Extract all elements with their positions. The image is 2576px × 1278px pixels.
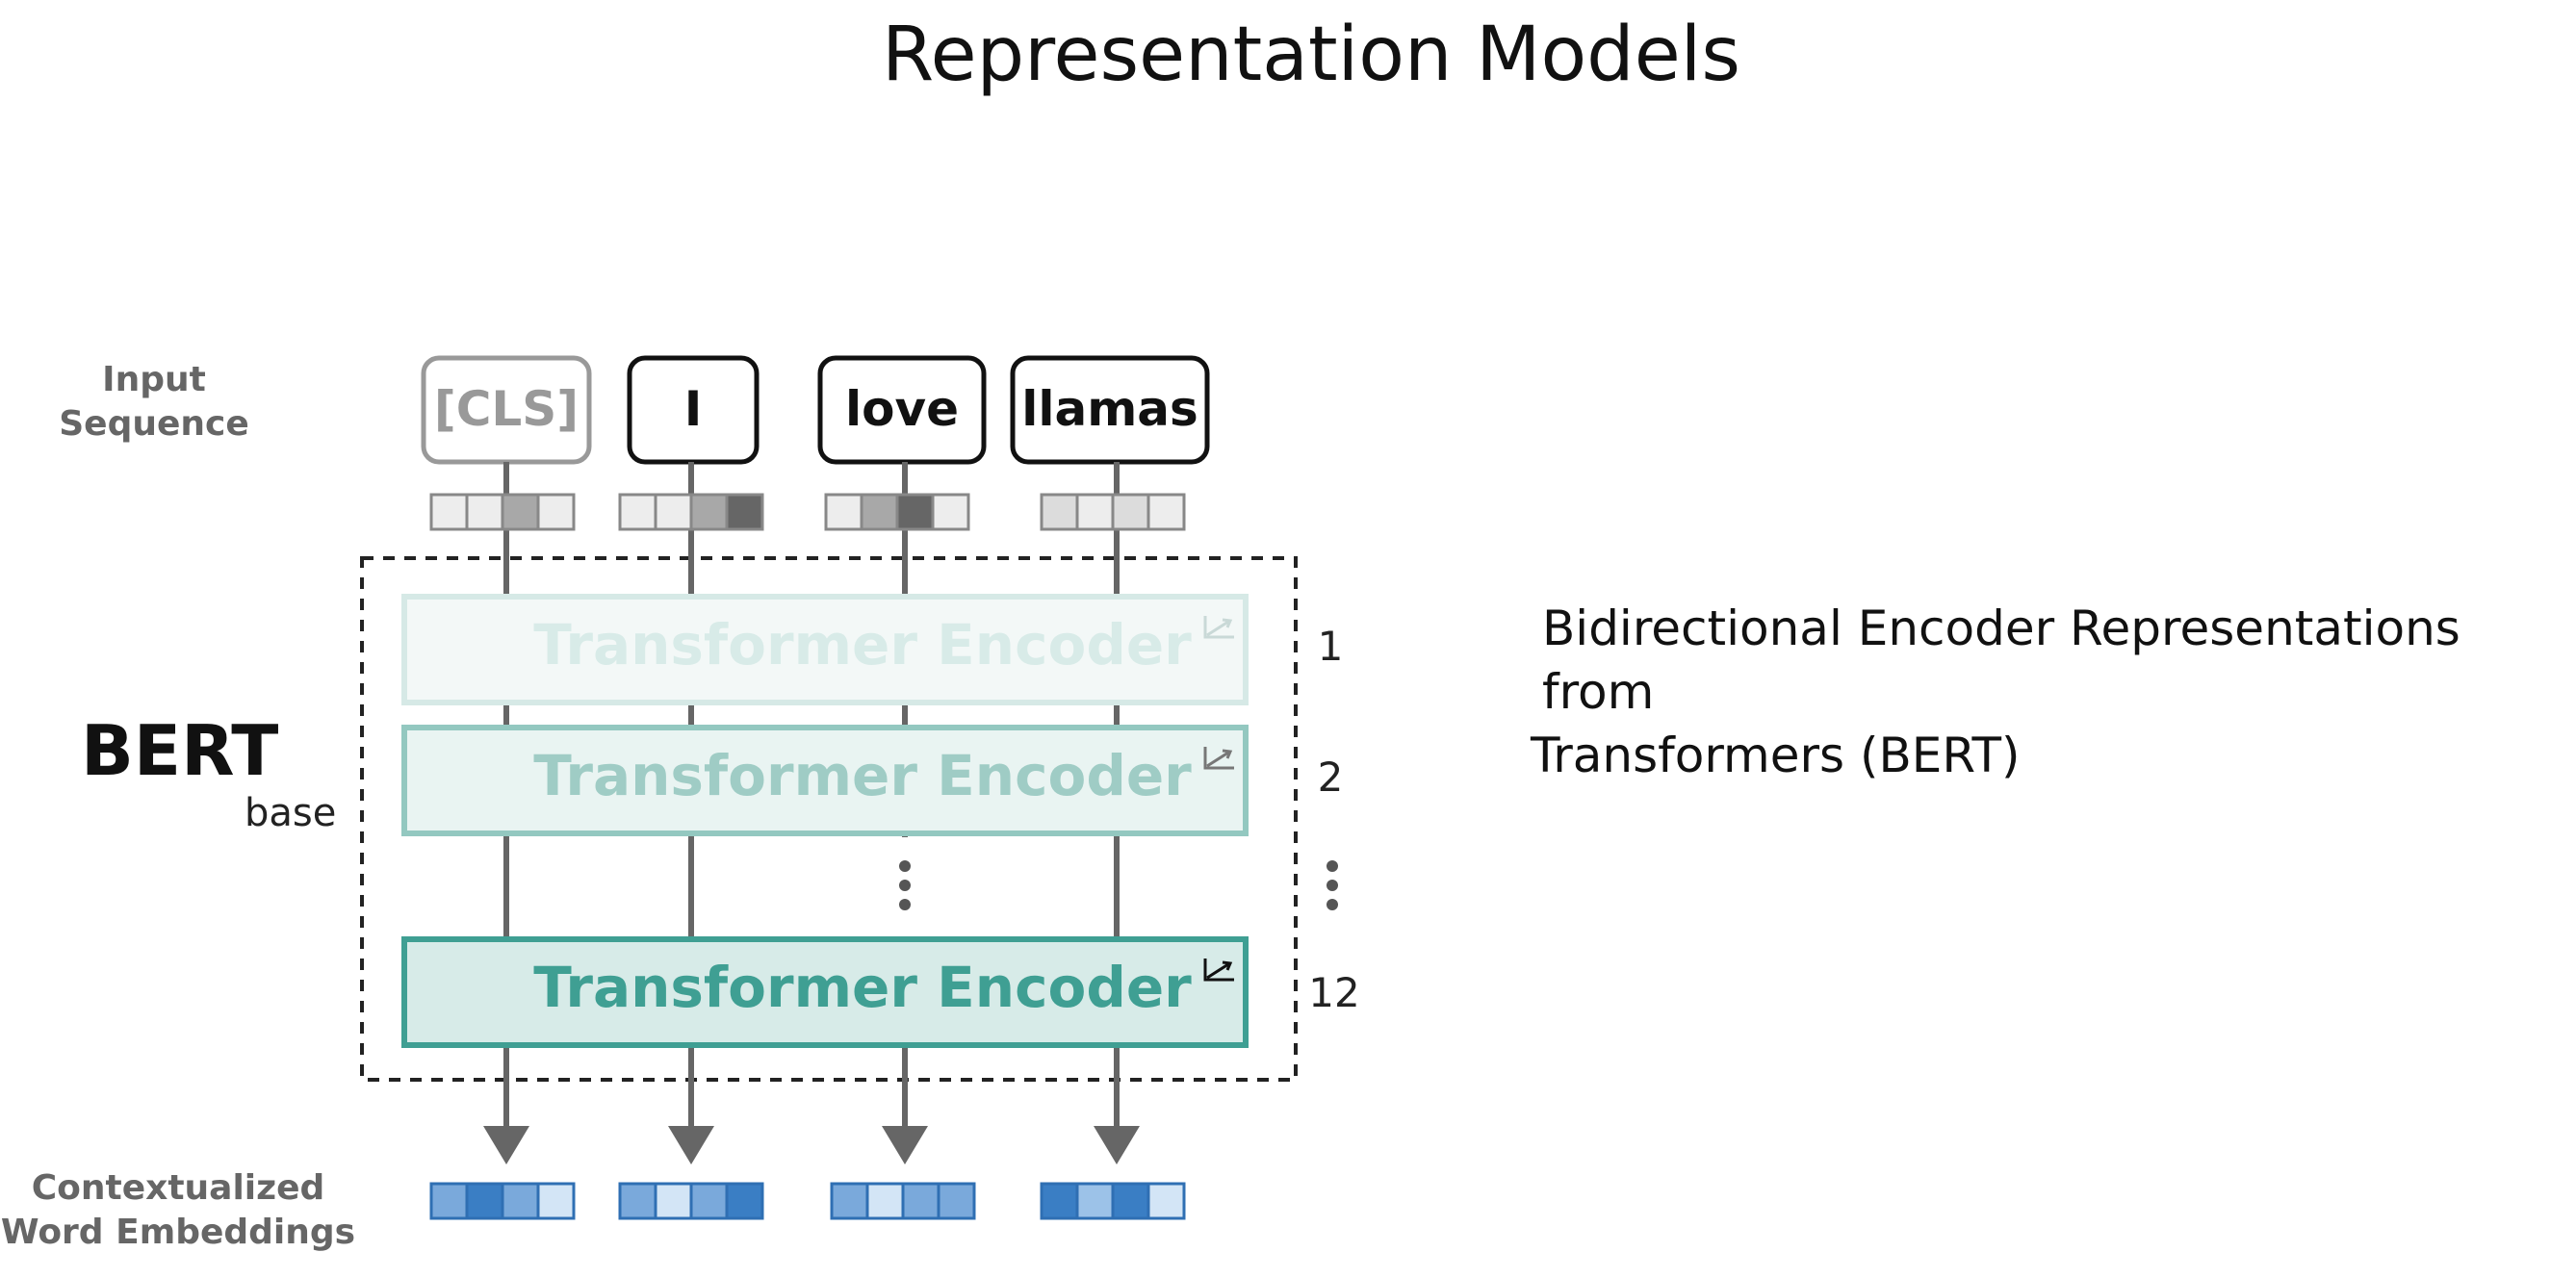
encoder-2-box — [401, 725, 1249, 836]
input-embedding-3-cell-0 — [1040, 493, 1079, 531]
layer-number-2: 2 — [1318, 754, 1344, 801]
input-embedding-1-cell-0 — [618, 493, 657, 531]
input-embedding-3-cell-1 — [1075, 493, 1115, 531]
input-embedding-3-cell-2 — [1111, 493, 1150, 531]
output-label-line-1: Contextualized — [31, 1168, 325, 1208]
token-llamas-box — [1010, 355, 1210, 465]
bert-model-boundary — [360, 556, 1298, 1082]
layer-number-1: 1 — [1318, 623, 1344, 670]
output-embedding-0-cell-0 — [429, 1182, 469, 1220]
layer-ellipsis-side — [1327, 860, 1338, 910]
arrowhead-cls — [483, 1126, 529, 1164]
output-embedding-1-cell-1 — [654, 1182, 693, 1220]
token-cls: [CLS] — [421, 355, 592, 465]
token-llamas: llamas — [1010, 355, 1210, 465]
encoder-1-label: Transformer Encoder — [533, 612, 1192, 677]
bert-model-name: BERT — [81, 710, 279, 791]
bert-description: Bidirectional Encoder Representations fr… — [1531, 597, 2576, 787]
token-love: love — [817, 355, 987, 465]
encoder-1-chart-icon — [1203, 616, 1234, 639]
output-embedding-3-cell-1 — [1075, 1182, 1115, 1220]
output-embedding-2-cell-2 — [901, 1182, 940, 1220]
token-i-text: I — [684, 381, 703, 437]
encoder-2-chart-icon — [1203, 747, 1234, 770]
output-embedding-1-cell-0 — [618, 1182, 657, 1220]
output-embedding-3-cell-2 — [1111, 1182, 1150, 1220]
input-embedding-3-cell-3 — [1146, 493, 1186, 531]
input-label-line-1: Input — [102, 360, 206, 399]
encoder-12-box — [401, 936, 1249, 1048]
output-embedding-1-cell-3 — [725, 1182, 764, 1220]
input-embedding-0-cell-3 — [536, 493, 576, 531]
output-embeddings — [429, 1182, 1186, 1220]
token-love-text: love — [845, 381, 959, 437]
layer-ellipsis-center — [899, 860, 911, 910]
token-i: I — [627, 355, 760, 465]
input-label-line-2: Sequence — [59, 404, 249, 444]
output-arrowheads — [483, 1126, 1140, 1164]
input-embedding-1-cell-1 — [654, 493, 693, 531]
input-sequence-label: Input Sequence — [58, 358, 250, 447]
input-embedding-2-cell-1 — [860, 493, 899, 531]
input-embeddings — [429, 493, 1186, 531]
bert-variant-label: base — [245, 791, 337, 835]
arrowhead-i — [668, 1126, 714, 1164]
output-embedding-0-cell-3 — [536, 1182, 576, 1220]
input-embedding-0-cell-2 — [501, 493, 540, 531]
output-embedding-0-cell-1 — [465, 1182, 504, 1220]
input-embedding-0-cell-0 — [429, 493, 469, 531]
contextualized-embeddings-label: Contextualized Word Embeddings — [0, 1166, 356, 1255]
encoder-2-label: Transformer Encoder — [533, 743, 1192, 808]
description-line-1: Bidirectional Encoder Representations fr… — [1542, 601, 2460, 720]
encoder-layer-1: Transformer Encoder — [401, 594, 1249, 705]
arrowhead-llamas — [1094, 1126, 1140, 1164]
output-embedding-1-cell-2 — [689, 1182, 729, 1220]
arrowhead-love — [882, 1126, 928, 1164]
output-embedding-0-cell-2 — [501, 1182, 540, 1220]
encoder-1-box — [401, 594, 1249, 705]
page-title: Representation Models — [881, 12, 1740, 98]
description-line-2: Transformers (BERT) — [1531, 728, 2021, 783]
encoder-12-chart-icon — [1203, 958, 1234, 982]
token-cls-text: [CLS] — [434, 381, 579, 437]
encoder-12-label: Transformer Encoder — [533, 955, 1192, 1020]
input-embedding-1-cell-2 — [689, 493, 729, 531]
encoder-layer-12: Transformer Encoder — [401, 936, 1249, 1048]
output-embedding-3-cell-0 — [1040, 1182, 1079, 1220]
input-embedding-2-cell-2 — [895, 493, 935, 531]
input-embedding-2-cell-0 — [824, 493, 863, 531]
input-embedding-1-cell-3 — [725, 493, 764, 531]
output-embedding-3-cell-3 — [1146, 1182, 1186, 1220]
input-embedding-2-cell-3 — [931, 493, 970, 531]
layer-number-12: 12 — [1308, 969, 1359, 1016]
encoder-layer-2: Transformer Encoder — [401, 725, 1249, 836]
output-embedding-2-cell-1 — [865, 1182, 905, 1220]
output-embedding-2-cell-3 — [937, 1182, 976, 1220]
input-embedding-0-cell-1 — [465, 493, 504, 531]
token-llamas-text: llamas — [1021, 381, 1198, 437]
output-label-line-2: Word Embeddings — [0, 1213, 356, 1252]
output-embedding-2-cell-0 — [830, 1182, 869, 1220]
